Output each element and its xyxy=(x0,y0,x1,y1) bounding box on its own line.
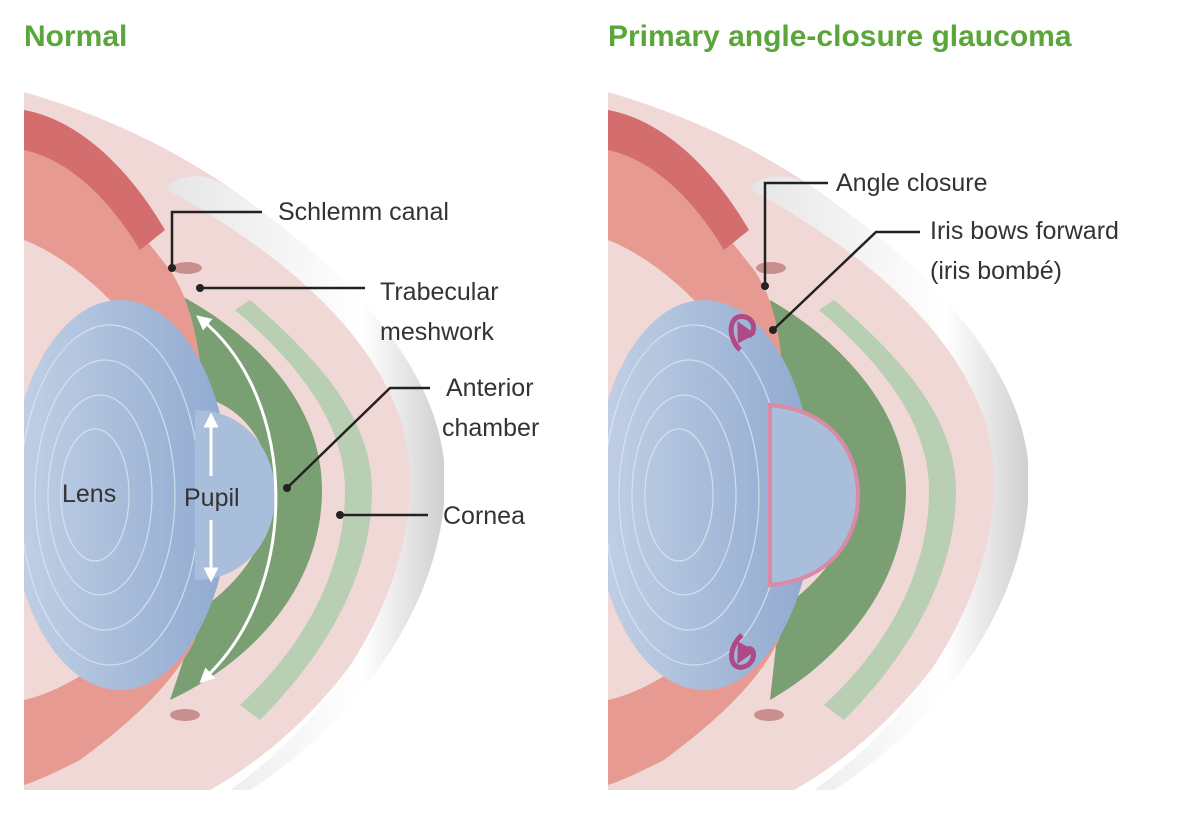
label-trabecular-2: meshwork xyxy=(380,318,494,346)
label-schlemm-canal: Schlemm canal xyxy=(278,198,449,226)
label-iris-bows-2: (iris bombé) xyxy=(930,257,1062,285)
cornea-band-glaucoma xyxy=(819,300,956,720)
flow-arrow-lower xyxy=(729,633,756,670)
schlemm-canal-glaucoma xyxy=(756,262,786,274)
cornea-normal xyxy=(168,176,444,790)
label-anterior-2: chamber xyxy=(442,414,540,442)
label-lens: Lens xyxy=(62,480,117,508)
label-cornea: Cornea xyxy=(443,502,525,530)
pupil-glaucoma xyxy=(768,402,861,588)
label-anterior-1: Anterior xyxy=(446,374,534,402)
lens-normal xyxy=(24,300,230,690)
ciliary-red-normal xyxy=(24,110,165,250)
ciliary-red-glaucoma xyxy=(608,110,749,250)
anterior-chamber-glaucoma xyxy=(770,300,906,700)
panel-title-normal: Normal xyxy=(24,20,128,53)
flow-arrow-upper xyxy=(728,314,756,352)
eye-glaucoma xyxy=(608,92,1028,790)
panel-title-glaucoma: Primary angle-closure glaucoma xyxy=(608,20,1072,53)
cornea-band-normal xyxy=(235,300,372,720)
schlemm-canal-lower-glaucoma xyxy=(754,709,784,721)
schlemm-canal-normal xyxy=(172,262,202,274)
label-iris-bows-1: Iris bows forward xyxy=(930,217,1119,245)
label-pupil: Pupil xyxy=(184,484,240,512)
label-trabecular-1: Trabecular xyxy=(380,278,499,306)
leader-lines-glaucoma xyxy=(763,181,920,331)
label-angle-closure: Angle closure xyxy=(836,169,988,197)
lens-glaucoma xyxy=(608,300,814,690)
eye-normal xyxy=(24,92,444,790)
schlemm-canal-lower-normal xyxy=(170,709,200,721)
cornea-glaucoma xyxy=(752,176,1028,790)
flow-arc-normal xyxy=(196,315,278,684)
leader-lines-normal xyxy=(170,210,430,517)
